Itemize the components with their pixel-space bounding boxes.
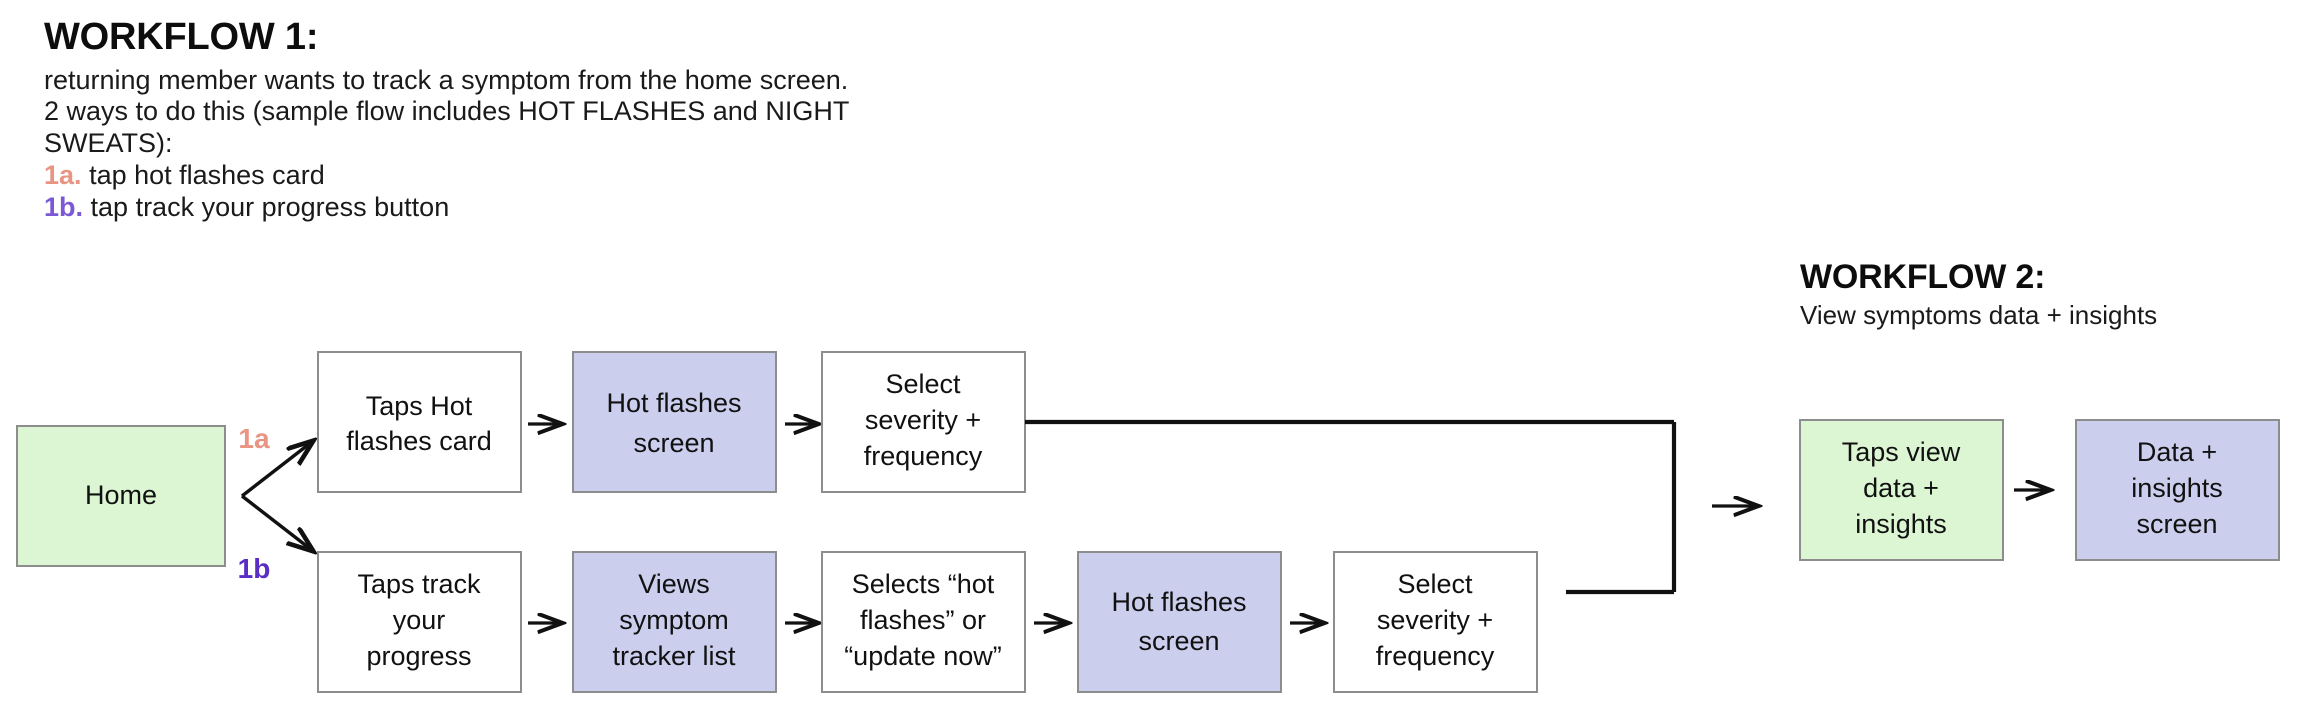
node-selects-hot-flashes-or-update-now[interactable]: Selects “hot flashes” or “update now” [821,551,1026,693]
step-tag-1b: 1b. [44,191,84,222]
node-taps-hot-flashes-card[interactable]: Taps Hot flashes card [317,351,522,493]
node-hot-screen-top-line-0: Hot flashes [606,388,741,418]
node-selects-hot-line-1: flashes” or [860,605,986,635]
node-taps-view-data-line-1: data + [1863,473,1939,503]
node-selects-hot-line-2: “update now” [844,641,1002,671]
workflow-2-title: WORKFLOW 2: [1800,258,2046,296]
workflow-1-step-1a: 1a. tap hot flashes card [44,160,1064,192]
workflow-2-text-block: WORKFLOW 2: View symptoms data + insight… [1800,258,2280,331]
node-selects-hot-line-0: Selects “hot [852,569,995,599]
node-data-insights-screen[interactable]: Data + insights screen [2075,419,2280,561]
node-taps-track-line-2: progress [366,641,471,671]
node-home-line-0: Home [85,480,157,510]
node-taps-hot-card-line-1: flashes card [346,426,492,456]
node-severity-top-line-2: frequency [864,441,983,471]
node-select-severity-frequency-top[interactable]: Select severity + frequency [821,351,1026,493]
branch-label-1b: 1b [238,553,271,584]
node-taps-track-line-0: Taps track [357,569,481,599]
node-home[interactable]: Home [16,425,226,567]
node-taps-hot-card-line-0: Taps Hot [366,391,473,421]
node-severity-top-line-0: Select [885,369,961,399]
node-select-severity-frequency-bottom[interactable]: Select severity + frequency [1333,551,1538,693]
step-text-1a: tap hot flashes card [89,160,325,191]
workflow-1-title: WORKFLOW 1: [44,16,319,58]
node-views-tracker-line-2: tracker list [612,641,736,671]
workflow-1-step-1b: 1b. tap track your progress button [44,192,1064,224]
node-hot-flashes-screen-bottom[interactable]: Hot flashes screen [1077,551,1282,693]
node-severity-bot-line-2: frequency [1376,641,1495,671]
node-taps-view-data-line-2: insights [1855,509,1947,539]
node-taps-track-your-progress[interactable]: Taps track your progress [317,551,522,693]
node-hot-screen-top-line-1: screen [633,428,714,458]
node-severity-bot-line-1: severity + [1377,605,1493,635]
node-data-insights-line-1: insights [2131,473,2223,503]
node-views-tracker-line-1: symptom [619,605,729,635]
branch-label-1a: 1a [238,423,270,454]
workflow-1-text-block: WORKFLOW 1: returning member wants to tr… [44,16,1064,224]
node-taps-track-line-1: your [393,605,446,635]
workflow-1-description-line-2: 2 ways to do this (sample flow includes … [44,96,850,127]
node-severity-top-line-1: severity + [865,405,981,435]
node-views-tracker-line-0: Views [638,569,710,599]
workflow-1-description-line-3: SWEATS): [44,128,173,159]
step-text-1b: tap track your progress button [90,191,450,222]
node-hot-screen-bot-line-0: Hot flashes [1111,587,1246,617]
node-views-symptom-tracker-list[interactable]: Views symptom tracker list [572,551,777,693]
workflow-1-description-line-1: returning member wants to track a sympto… [44,64,849,95]
node-hot-flashes-screen-top[interactable]: Hot flashes screen [572,351,777,493]
workflow-2-subtitle: View symptoms data + insights [1800,300,2158,331]
node-taps-view-data-line-0: Taps view [1842,437,1961,467]
node-severity-bot-line-0: Select [1397,569,1473,599]
step-tag-1a: 1a. [44,160,82,191]
node-hot-screen-bot-line-1: screen [1138,626,1219,656]
node-data-insights-line-2: screen [2136,509,2217,539]
branch-arrows [240,441,313,551]
node-data-insights-line-0: Data + [2137,437,2217,467]
node-taps-view-data-insights[interactable]: Taps view data + insights [1799,419,2004,561]
